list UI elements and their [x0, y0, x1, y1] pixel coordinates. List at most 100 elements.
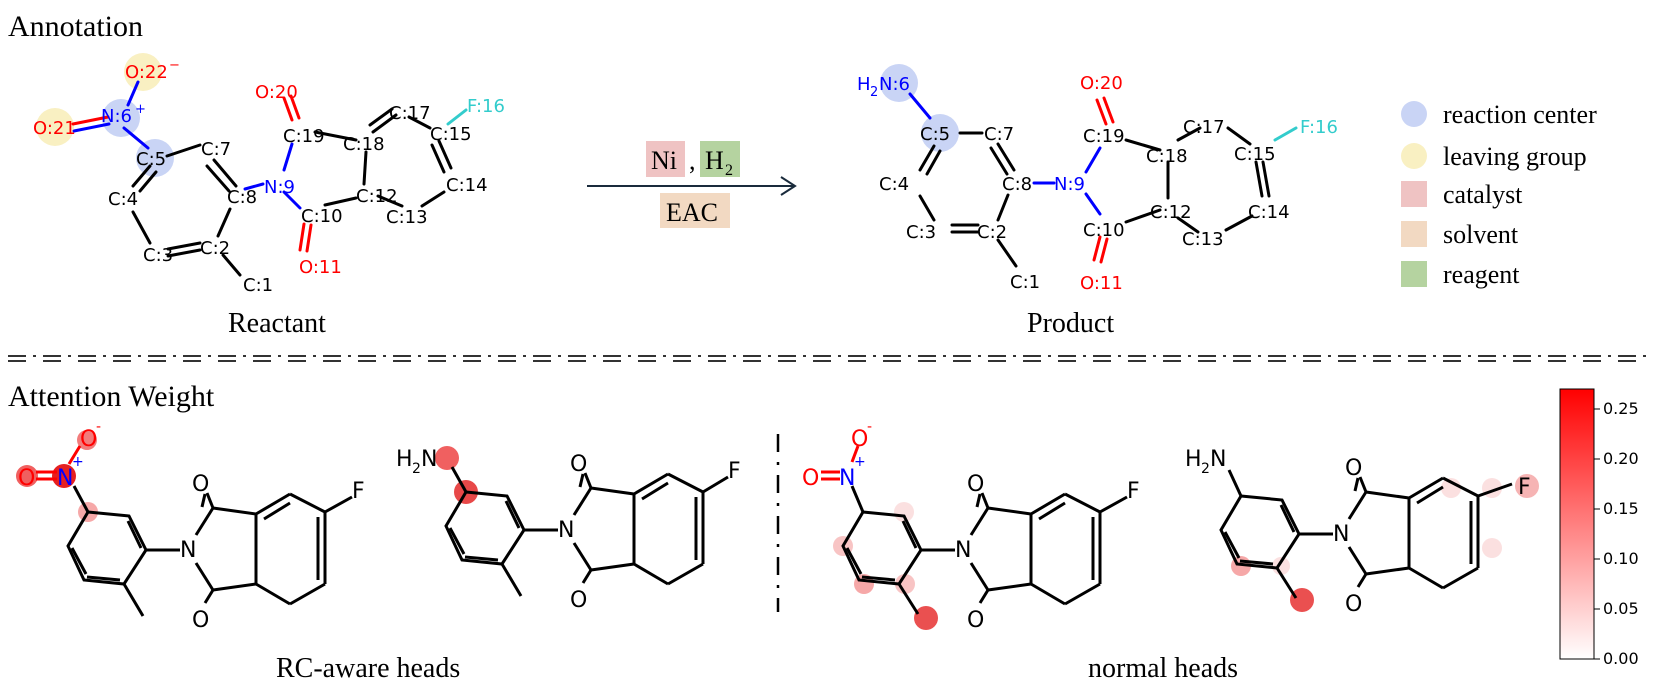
atom-f: F	[1127, 479, 1140, 504]
atom-o-nitro: O	[18, 466, 35, 491]
atom-o20: O:20	[1080, 73, 1123, 94]
legend-swatch-solvent	[1401, 221, 1427, 247]
catalyst-box	[646, 141, 685, 177]
atom-f16: F:16	[1300, 117, 1338, 138]
atom-h: H	[1185, 447, 1202, 472]
atom-c8: C:8	[227, 187, 257, 208]
atom-o22-charge: −	[169, 58, 180, 73]
atom-o-nitro: O	[802, 466, 819, 491]
legend-label-reagent: reagent	[1443, 260, 1520, 289]
molecule-rc-product: H 2 N N O O F	[396, 446, 741, 613]
atom-c12: C:12	[1150, 202, 1192, 223]
atom-c4: C:4	[108, 189, 138, 210]
atom-o-bottom: O	[967, 608, 984, 633]
atom-c1: C:1	[243, 275, 273, 296]
atom-o-minus-sign: -	[96, 419, 101, 435]
atom-o21: O:21	[33, 118, 76, 139]
molecule-normal-product: H 2 N N O O F	[1185, 447, 1539, 617]
atom-c5: C:5	[136, 149, 166, 170]
atom-o22: O:22	[125, 62, 168, 83]
annotation-title: Annotation	[8, 10, 143, 43]
atom-c19: C:19	[1083, 126, 1125, 147]
atom-c8: C:8	[1002, 174, 1032, 195]
atom-h-subscript: 2	[1201, 461, 1210, 477]
atom-c14: C:14	[1248, 202, 1290, 223]
colorbar-tick-label: 0.25	[1603, 399, 1639, 418]
atom-n-plus: +	[854, 454, 866, 470]
product-highlights	[880, 64, 959, 152]
legend-swatch-leaving-group	[1401, 143, 1427, 169]
atom-c13: C:13	[1182, 229, 1224, 250]
atom-c17: C:17	[389, 103, 431, 124]
atom-n-imide: N	[955, 538, 971, 563]
atom-c18: C:18	[1146, 146, 1188, 167]
atom-o-top: O	[570, 452, 587, 477]
atom-o11: O:11	[299, 257, 342, 278]
reactant-highlights	[36, 53, 174, 177]
atom-c1: C:1	[1010, 272, 1040, 293]
atom-c5: C:5	[920, 124, 950, 145]
atom-n-nitro: N	[57, 466, 73, 491]
atom-c4: C:4	[879, 174, 909, 195]
condition-separator: ,	[689, 146, 696, 175]
catalyst-text: Ni	[651, 146, 677, 175]
molecule-normal-reactant: O N + O - N O O F	[802, 419, 1140, 633]
colorbar	[1559, 388, 1595, 660]
atom-f: F	[1518, 475, 1531, 500]
atom-n-imide: N	[1333, 522, 1349, 547]
product-label: Product	[1027, 308, 1114, 339]
atom-o-minus: O	[851, 427, 868, 452]
atom-n9: N:9	[1054, 174, 1085, 195]
atom-n-imide: N	[180, 538, 196, 563]
atom-o-minus: O	[80, 427, 97, 452]
legend: reaction center leaving group catalyst s…	[1401, 100, 1597, 289]
atom-n6: N:6	[101, 106, 132, 127]
atom-o-bottom: O	[1345, 592, 1362, 617]
legend-swatch-reagent	[1401, 261, 1427, 287]
atom-c12: C:12	[356, 186, 398, 207]
atom-c15: C:15	[430, 124, 472, 145]
reaction-arrow	[587, 176, 797, 196]
atom-f: F	[352, 479, 365, 504]
atom-o-minus-sign: -	[867, 419, 872, 435]
colorbar-tick-label: 0.10	[1603, 549, 1639, 568]
atom-f16: F:16	[467, 96, 505, 117]
atom-o20: O:20	[255, 82, 298, 103]
atom-c13: C:13	[386, 207, 428, 228]
atom-f: F	[728, 459, 741, 484]
atom-h: H	[396, 447, 413, 472]
atom-o-top: O	[192, 472, 209, 497]
colorbar-tick-label: 0.20	[1603, 449, 1639, 468]
legend-label-leaving-group: leaving group	[1443, 142, 1587, 171]
atom-n6: N:6	[879, 74, 910, 95]
atom-n9: N:9	[264, 177, 295, 198]
legend-label-catalyst: catalyst	[1443, 180, 1523, 209]
atom-o-top: O	[967, 472, 984, 497]
atom-n-amine: N	[421, 447, 437, 472]
atom-c10: C:10	[1083, 220, 1125, 241]
reactant-bonds	[71, 80, 468, 277]
colorbar-tick-label: 0.05	[1603, 599, 1639, 618]
reactant-atom-labels: O:22 − O:21 N:6 + C:5 C:7 C:4 C:8 N:9 C:…	[33, 58, 505, 296]
colorbar-ticks: 0.250.200.150.100.050.00	[1594, 399, 1639, 668]
solvent-box	[660, 193, 730, 228]
atom-n-nitro: N	[839, 466, 855, 491]
atom-h-subscript: 2	[412, 461, 421, 477]
atom-c18: C:18	[343, 134, 385, 155]
reagent-subscript: 2	[725, 162, 733, 179]
molecule-rc-reactant: O N + O - N O O F	[16, 419, 365, 633]
atom-c17: C:17	[1183, 117, 1225, 138]
atom-o11: O:11	[1080, 273, 1123, 294]
normal-heads-label: normal heads	[1088, 653, 1238, 684]
atom-c3: C:3	[143, 245, 173, 266]
product-atom-labels: H 2 N:6 C:5 C:7 C:4 C:8 N:9 C:3 C:2 C:1 …	[857, 73, 1338, 294]
atom-n-plus: +	[72, 454, 84, 470]
rc-heads-label: RC-aware heads	[276, 653, 460, 684]
atom-h-subscript: 2	[870, 85, 878, 100]
colorbar-tick-label: 0.00	[1603, 649, 1639, 668]
atom-o-bottom: O	[570, 588, 587, 613]
product-bonds	[908, 92, 1298, 268]
atom-c15: C:15	[1234, 144, 1276, 165]
reactant-label: Reactant	[228, 308, 326, 339]
